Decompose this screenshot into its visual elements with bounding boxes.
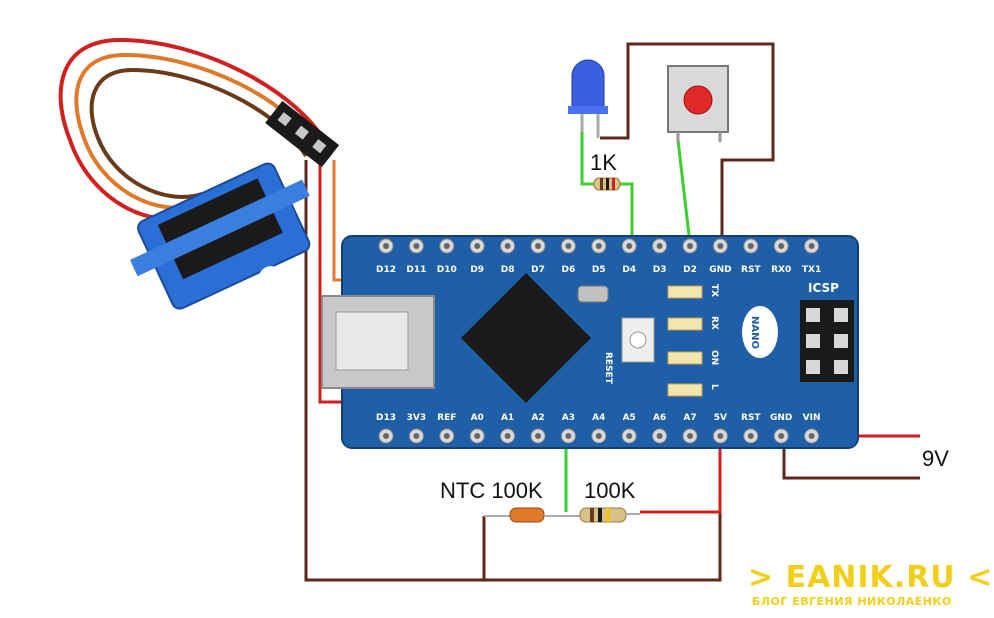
top-pin-label: RX0 xyxy=(771,265,791,275)
bottom-pin-hole xyxy=(595,433,602,439)
nano-badge xyxy=(742,306,778,358)
resistor-1k-label: 1K xyxy=(590,150,617,175)
top-pin-hole xyxy=(413,243,420,249)
watermark-tagline: БЛОГ ЕВГЕНИЯ НИКОЛАЕНКО xyxy=(752,595,952,608)
watermark-site: > EANIK.RU < xyxy=(748,560,994,595)
bottom-pin-hole xyxy=(474,433,481,439)
top-pin-label: TX1 xyxy=(802,265,821,275)
status-leds: TX RX ON L xyxy=(667,284,719,397)
bottom-pin-label: A1 xyxy=(501,413,514,423)
bottom-header-pins: D13 3V3 REF A0 A1 A2 A3 A4 A5 A6 A7 5V RST GND VIN xyxy=(376,413,821,444)
top-pin-hole xyxy=(504,243,511,249)
ntc-label: NTC 100K xyxy=(440,478,543,503)
bottom-pin-hole xyxy=(413,433,420,439)
bottom-pin-label: REF xyxy=(437,413,456,423)
top-pin-label: D7 xyxy=(531,265,545,275)
top-pin-label: D9 xyxy=(470,265,484,275)
bottom-pin-hole xyxy=(504,433,511,439)
top-pin-hole xyxy=(535,243,541,249)
bottom-pin-label: A7 xyxy=(683,413,696,423)
top-pin-label: D5 xyxy=(592,265,606,275)
resistor-100k-label: 100K xyxy=(584,478,636,503)
top-header-pins: D12 D11 D10 D9 D8 D7 D6 D5 D4 D3 D2 GND RST RX0 TX1 xyxy=(376,238,821,275)
bottom-pin-label: A6 xyxy=(653,413,666,423)
top-pin-label: D10 xyxy=(437,265,457,275)
top-pin-label: RST xyxy=(741,265,761,275)
bottom-pin-hole xyxy=(747,433,754,439)
top-pin-hole xyxy=(443,243,450,249)
icsp-label: ICSP xyxy=(808,281,839,295)
bottom-pin-hole xyxy=(565,433,572,439)
icsp-header xyxy=(800,300,854,382)
bottom-pin-label: 5V xyxy=(714,413,727,423)
bottom-pin-label: RST xyxy=(741,413,761,423)
bottom-pin-label: A3 xyxy=(562,413,575,423)
bottom-pin-hole xyxy=(687,433,693,439)
supply-voltage-label: 9V xyxy=(922,446,949,471)
bottom-pin-label: A5 xyxy=(623,413,636,423)
led-label-l: L xyxy=(709,384,719,390)
top-pin-hole xyxy=(687,243,693,249)
resistor-1k xyxy=(593,177,621,191)
bottom-pin-label: D13 xyxy=(376,413,396,423)
top-pin-hole xyxy=(778,243,785,249)
top-pin-hole xyxy=(717,243,724,249)
top-pin-label: D2 xyxy=(683,265,697,275)
bottom-pin-label: GND xyxy=(770,413,792,423)
led-label-rx: RX xyxy=(709,316,719,330)
led-label-on: ON xyxy=(709,350,719,365)
bottom-pin-hole xyxy=(778,433,785,439)
bottom-pin-label: A4 xyxy=(592,413,605,423)
top-pin-label: D11 xyxy=(406,265,426,275)
top-pin-hole xyxy=(747,243,754,249)
blue-led xyxy=(568,59,608,138)
crystal xyxy=(577,285,609,303)
reset-label: RESET xyxy=(603,352,613,385)
bottom-pin-label: A2 xyxy=(531,413,544,423)
ntc-thermistor xyxy=(484,507,580,523)
top-pin-hole xyxy=(565,243,572,249)
bottom-pin-hole xyxy=(717,433,724,439)
top-pin-hole xyxy=(474,243,481,249)
resistor-100k xyxy=(579,507,640,523)
bottom-pin-hole xyxy=(383,433,389,439)
bottom-pin-label: A0 xyxy=(471,413,484,423)
push-button xyxy=(667,65,729,142)
top-pin-hole xyxy=(656,243,663,249)
top-pin-label: D8 xyxy=(501,265,515,275)
top-pin-label: D6 xyxy=(562,265,576,275)
bottom-pin-hole xyxy=(656,433,663,439)
top-pin-label: D4 xyxy=(622,265,636,275)
top-pin-hole xyxy=(595,243,602,249)
bottom-pin-hole xyxy=(535,433,541,439)
bottom-pin-label: 3V3 xyxy=(407,413,427,423)
nano-label: NANO xyxy=(749,316,760,349)
led-label-tx: TX xyxy=(709,284,719,297)
servo-motor xyxy=(58,37,340,310)
bottom-pin-hole xyxy=(808,433,815,439)
bottom-pin-hole xyxy=(443,433,450,439)
bottom-pin-label: VIN xyxy=(803,413,821,423)
top-pin-label: GND xyxy=(709,265,731,275)
top-pin-hole xyxy=(808,243,815,249)
top-pin-label: D12 xyxy=(376,265,396,275)
microcontroller-chip xyxy=(460,272,592,404)
top-pin-hole xyxy=(383,243,389,249)
top-pin-label: D3 xyxy=(653,265,667,275)
bottom-pin-hole xyxy=(626,433,633,439)
top-pin-hole xyxy=(626,243,633,249)
